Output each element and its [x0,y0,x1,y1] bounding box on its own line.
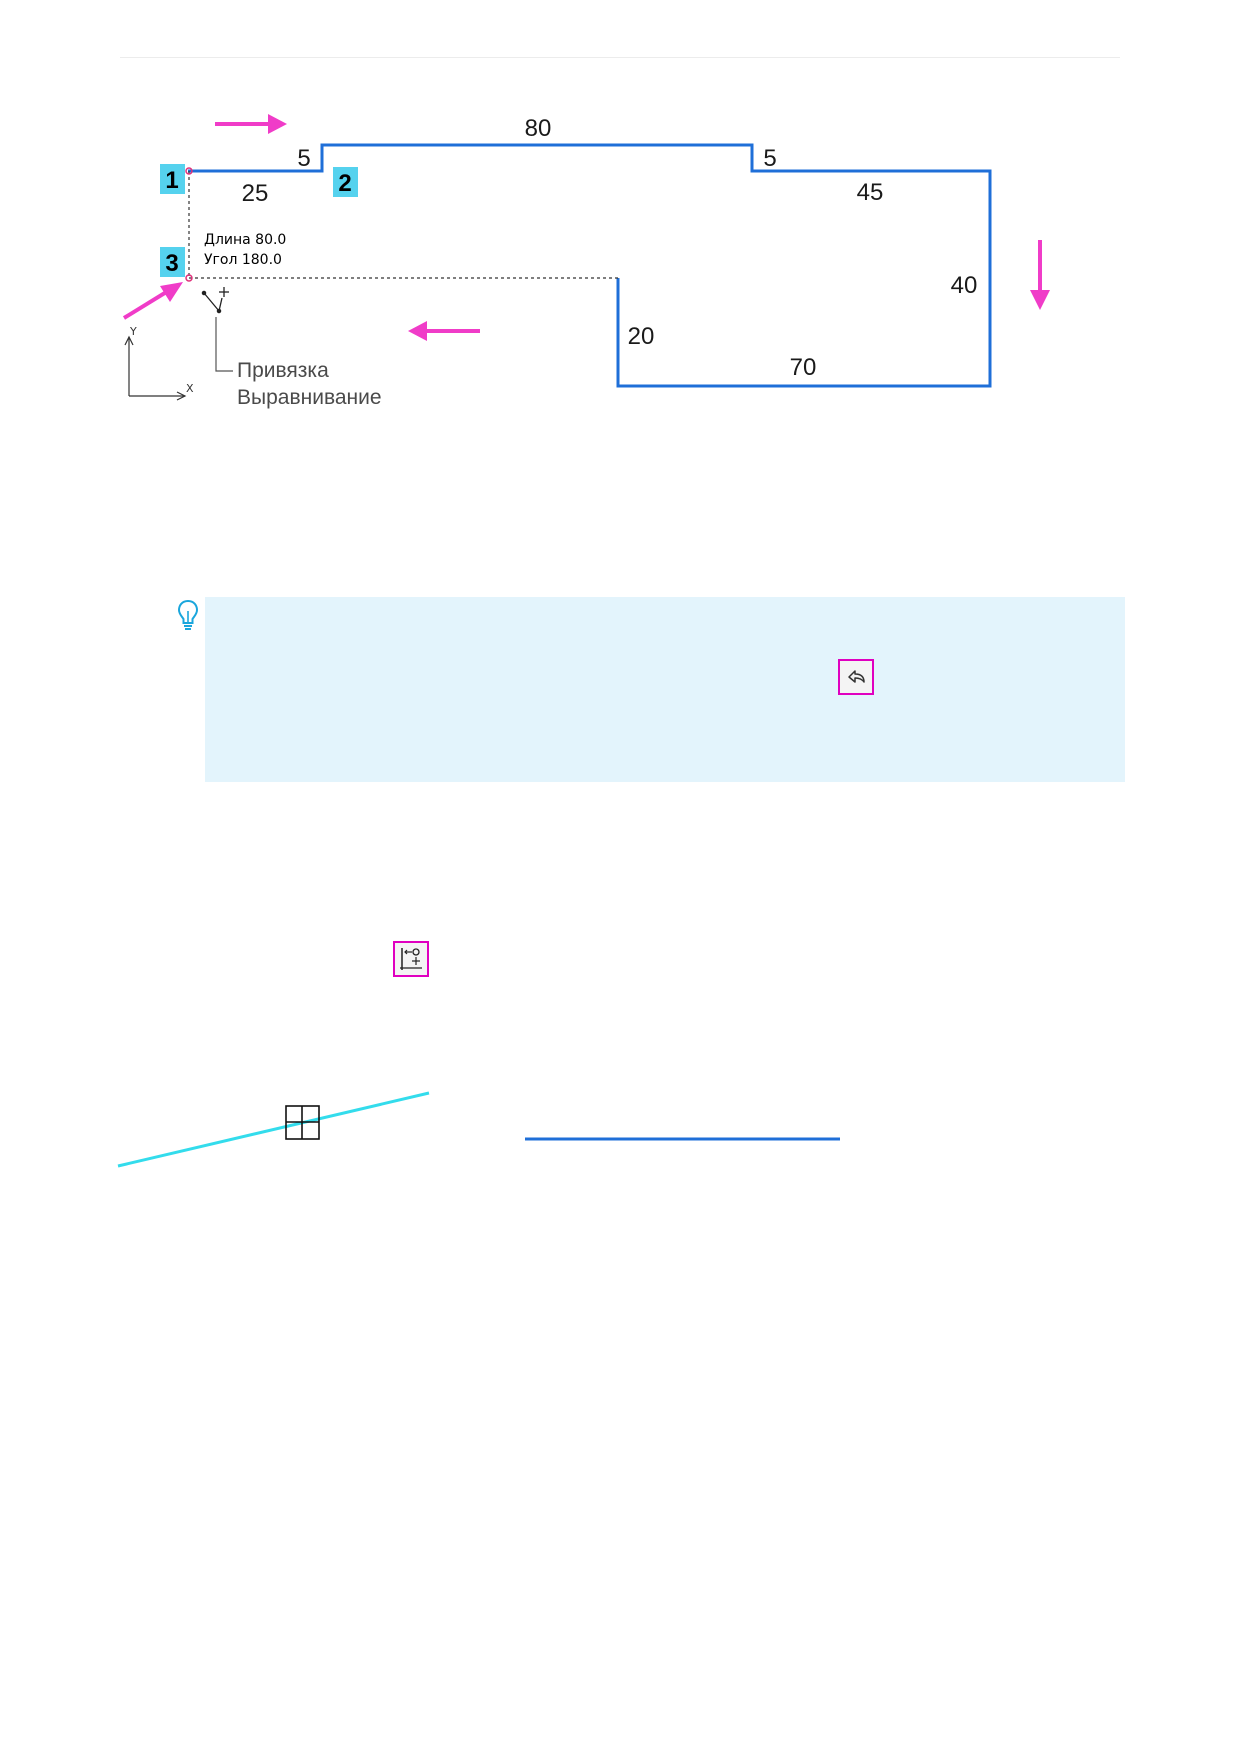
dim-5-left: 5 [297,145,310,172]
parallel-line-icon [400,948,422,970]
dim-45: 45 [857,179,884,206]
arrow-right [215,114,287,134]
axis-x-label: X [186,382,194,395]
snap-label-leader [215,317,233,372]
snap-label: Привязка [237,359,329,382]
arrow-down [1030,240,1050,310]
badge-3: 3 [160,247,185,277]
axis-y-label: Y [129,325,137,338]
snap-cursor-icon [201,287,229,314]
contour-polyline [188,143,992,388]
align-label: Выравнивание [237,386,382,409]
dim-70: 70 [790,354,817,381]
undo-icon [848,670,865,683]
undo-button[interactable] [838,659,874,695]
badge-3-label: 3 [165,250,178,277]
note-box [205,597,1125,782]
arrow-diagonal [122,282,183,320]
dim-20: 20 [628,323,655,350]
dim-80: 80 [525,115,552,142]
dim-25: 25 [242,180,269,207]
lightbulb-icon [177,599,199,630]
tooltip-length: Длина 80.0 [204,232,286,248]
cyan-line [117,1091,430,1168]
badge-1-label: 1 [165,167,178,194]
dim-5-right: 5 [763,145,776,172]
axes-icon [124,335,187,401]
badge-2: 2 [333,167,358,197]
page-top-rule [120,57,1120,58]
crosshair-cursor-icon [285,1105,320,1140]
dim-40: 40 [951,272,978,299]
point-marker-1 [185,167,193,175]
arrow-left [408,321,480,341]
point-marker-3 [185,274,193,282]
tooltip-angle: Угол 180.0 [204,252,282,268]
parallel-line-button[interactable] [393,941,429,977]
badge-1: 1 [160,164,185,194]
badge-2-label: 2 [338,170,351,197]
